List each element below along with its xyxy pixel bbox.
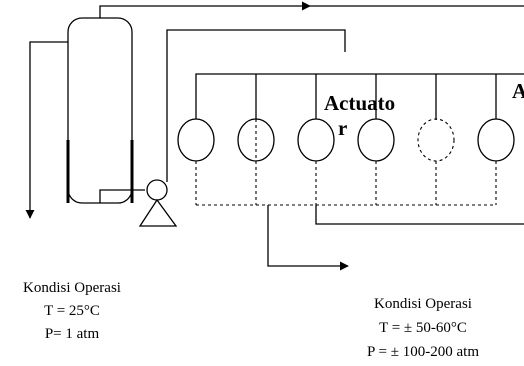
actuator-unit-5: [417, 118, 455, 162]
return-outlet-line: [267, 205, 349, 271]
right-conditions-title: Kondisi Operasi: [374, 296, 472, 312]
drain-line: [25, 41, 68, 219]
actuator-label-line2: r: [338, 116, 347, 140]
actuator-label-line1: Actuato: [324, 91, 395, 115]
lower-outlet-line: [315, 205, 524, 225]
actuator-unit-3: [297, 118, 335, 162]
actuator-unit-4: [357, 118, 395, 162]
pump-base: [138, 198, 178, 227]
vessel-to-pump-line: [99, 189, 145, 203]
pump-discharge-line: [166, 29, 346, 182]
actuator-header-line: [195, 73, 524, 140]
top-vent-line: [99, 1, 311, 18]
left-conditions-temperature: T = 25°C: [44, 303, 100, 319]
right-conditions-pressure: P = ± 100-200 atm: [367, 344, 479, 360]
actuator-unit-1: [177, 118, 215, 162]
actuator-unit-6: [477, 118, 515, 162]
left-conditions-title: Kondisi Operasi: [23, 280, 121, 296]
storage-vessel: [67, 17, 133, 204]
pump-icon: [146, 179, 168, 201]
edge-fragment-label: A: [512, 79, 524, 103]
right-conditions-temperature: T = ± 50-60°C: [379, 320, 467, 336]
left-conditions-pressure: P= 1 atm: [45, 326, 100, 342]
